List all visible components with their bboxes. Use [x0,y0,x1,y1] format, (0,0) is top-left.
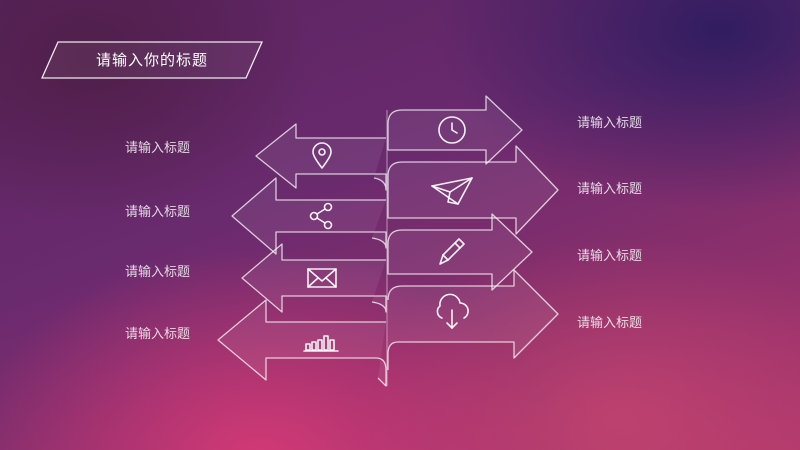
right-arrow-2[interactable] [387,145,559,235]
left-arrow-1[interactable] [255,123,387,191]
right-arrow-3[interactable] [387,213,533,291]
left-arrow-2[interactable] [231,177,387,255]
pencil-icon [439,238,465,265]
mail-icon [307,268,337,288]
cloud-download-icon [436,293,469,329]
left-label-4[interactable]: 请输入标题 [125,327,191,342]
page-title: 请输入你的标题 [95,51,208,69]
right-label-1[interactable]: 请输入标题 [577,116,643,131]
right-arrow-1[interactable] [387,95,523,165]
share-icon [309,202,333,230]
paper-plane-icon [431,177,473,205]
title-banner-frame [40,41,264,79]
left-arrow-3[interactable] [241,243,387,313]
right-label-3[interactable]: 请输入标题 [577,249,643,264]
right-arrow-4[interactable] [387,269,559,370]
title-banner[interactable]: 请输入你的标题 [40,41,264,79]
left-label-3[interactable]: 请输入标题 [125,265,191,280]
right-label-2[interactable]: 请输入标题 [577,182,643,197]
left-arrow-4[interactable] [217,299,387,387]
clock-icon [438,116,466,144]
bar-chart-icon [303,335,339,352]
left-label-1[interactable]: 请输入标题 [125,141,191,156]
left-label-2[interactable]: 请输入标题 [125,205,191,220]
location-pin-icon [312,142,332,169]
right-label-4[interactable]: 请输入标题 [577,316,643,331]
